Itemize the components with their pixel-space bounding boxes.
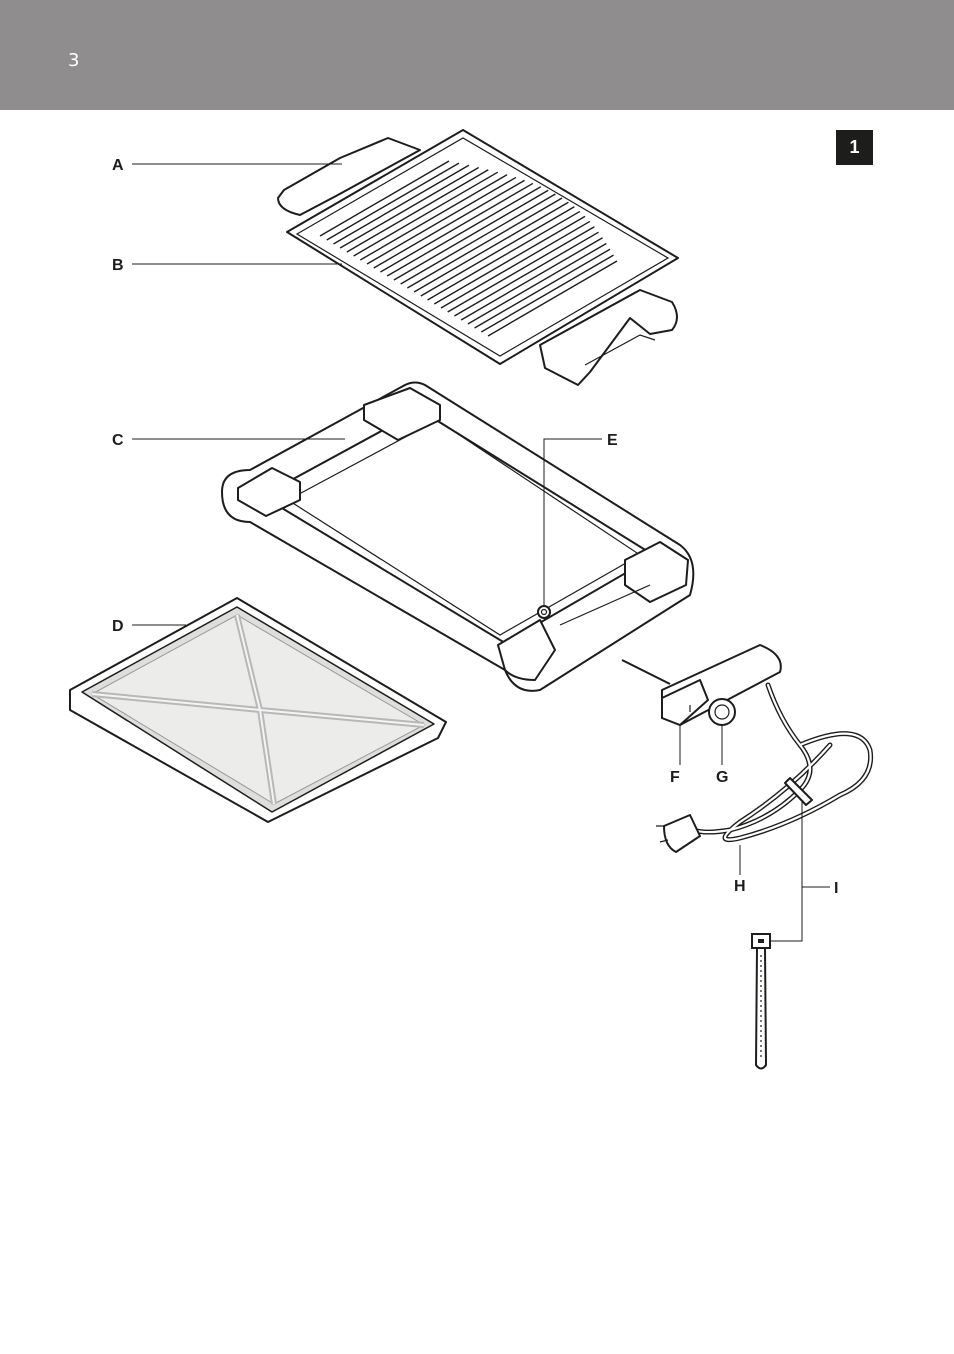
label-f: F xyxy=(670,769,680,786)
thermostat-illustration xyxy=(622,645,781,725)
label-d: D xyxy=(112,618,124,635)
grill-plate-illustration xyxy=(278,130,678,385)
label-c: C xyxy=(112,432,124,449)
label-g: G xyxy=(716,769,728,786)
label-b: B xyxy=(112,257,124,274)
plug-illustration xyxy=(656,815,700,852)
label-a: A xyxy=(112,157,124,174)
drip-tray-illustration xyxy=(70,598,446,822)
label-h: H xyxy=(734,878,746,895)
label-i: I xyxy=(834,880,838,897)
label-e: E xyxy=(607,432,618,449)
